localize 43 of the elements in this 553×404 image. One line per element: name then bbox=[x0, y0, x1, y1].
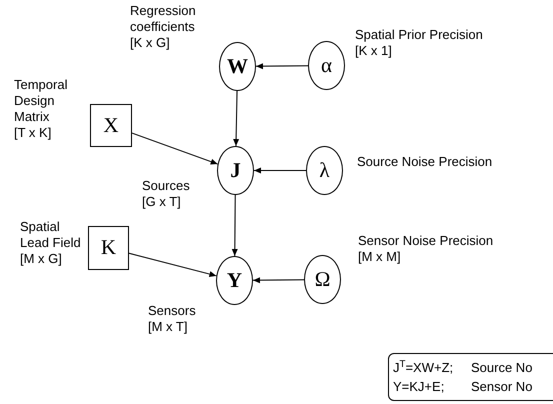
matrix-box bbox=[90, 104, 132, 147]
node-caption: [G x T] bbox=[142, 194, 182, 210]
node-caption: Source Noise Precision bbox=[357, 154, 494, 170]
equation-note: Source No bbox=[471, 358, 534, 376]
variable-node bbox=[304, 255, 341, 304]
arrow bbox=[128, 252, 217, 277]
variable-node bbox=[308, 41, 345, 90]
node-symbol: J bbox=[230, 156, 241, 184]
node-symbol: α bbox=[320, 52, 332, 79]
variable-node bbox=[216, 256, 253, 305]
node-caption: [M x M] bbox=[358, 249, 402, 265]
node-symbol: Y bbox=[226, 266, 242, 294]
equation: Y=KJ+E; bbox=[393, 378, 446, 396]
node-caption: [K x 1] bbox=[355, 43, 393, 59]
arrow bbox=[233, 90, 240, 146]
equation-note: Sensor No bbox=[471, 378, 534, 396]
node-symbol: Ω bbox=[314, 266, 330, 293]
node-caption: Temporal Design Matrix bbox=[14, 77, 68, 125]
variable-node bbox=[217, 146, 254, 195]
node-caption: Spatial Lead Field bbox=[20, 219, 82, 251]
node-symbol: K bbox=[100, 234, 116, 262]
node-caption: Regression coefficients bbox=[130, 3, 197, 35]
variable-node bbox=[219, 42, 256, 91]
arrow bbox=[256, 63, 308, 70]
node-symbol: W bbox=[227, 52, 248, 80]
node-symbol: X bbox=[103, 112, 119, 139]
matrix-box bbox=[88, 226, 129, 270]
node-caption: [M x T] bbox=[148, 319, 188, 335]
arrow bbox=[132, 132, 218, 165]
arrow bbox=[232, 194, 238, 256]
node-caption: [M x G] bbox=[20, 251, 63, 267]
node-caption: Sensor Noise Precision bbox=[358, 233, 494, 249]
node-caption: [K x G] bbox=[130, 35, 171, 51]
node-caption: Sources bbox=[142, 178, 191, 194]
variable-node bbox=[306, 146, 343, 195]
node-caption: Spatial Prior Precision bbox=[355, 27, 484, 43]
node-caption: [T x K] bbox=[14, 125, 52, 141]
equation-box bbox=[388, 353, 553, 401]
arrow bbox=[252, 277, 304, 284]
arrow bbox=[254, 168, 306, 174]
equation: J$^{T}$=XW+Z; bbox=[393, 358, 454, 376]
node-caption: Sensors bbox=[148, 303, 197, 319]
node-symbol: λ bbox=[319, 156, 330, 184]
